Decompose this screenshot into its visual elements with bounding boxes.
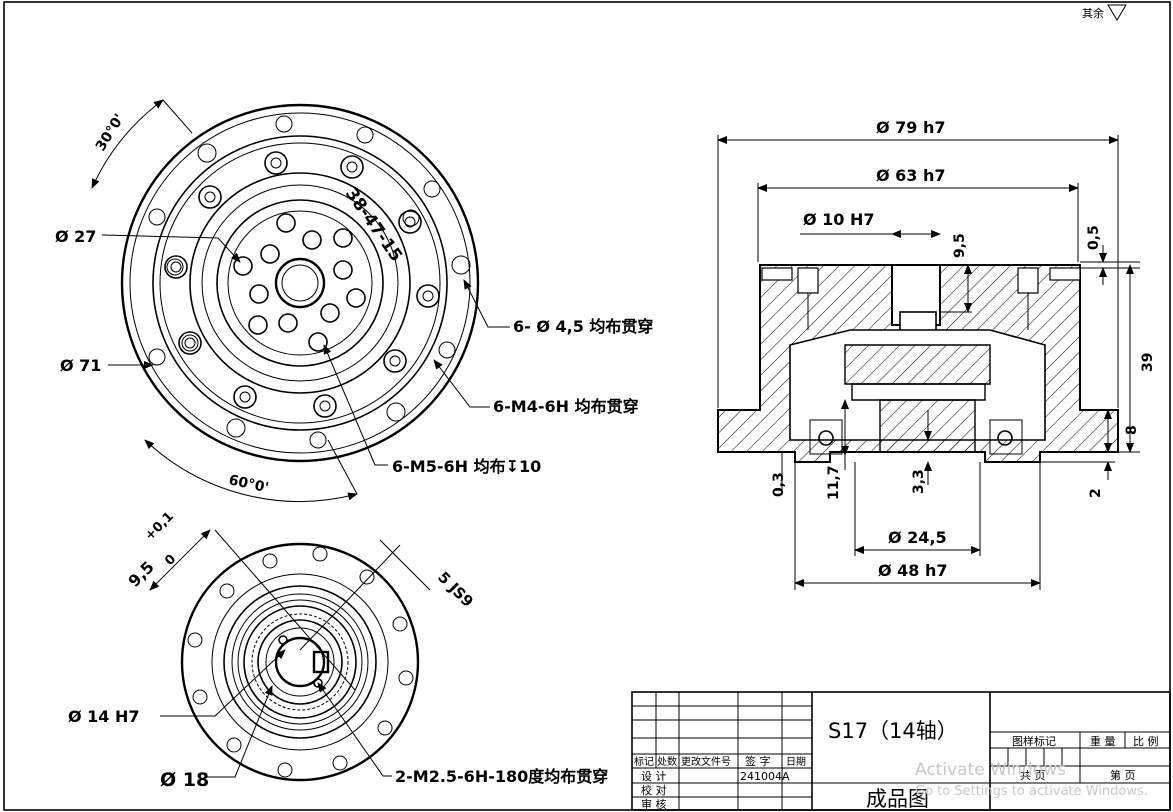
dim-05-label: 0,5 [1086, 225, 1102, 250]
tol-top-label: +0,1 [142, 509, 177, 544]
dia-79-label: Ø 79 h7 [876, 118, 946, 137]
activation-watermark: Activate Windows Go to Settings to activ… [915, 760, 1148, 799]
angle-60-label: 60°0' [227, 472, 270, 496]
dia-27-label: Ø 27 [55, 227, 96, 246]
outer-holes-4-5 [148, 115, 471, 449]
sheet-border [3, 1, 1171, 811]
row-review: 审 核 [641, 797, 667, 811]
bottom-center-bore [274, 636, 326, 688]
angle-30-arc [91, 99, 164, 189]
section-view: Ø 79 h7 Ø 63 h7 Ø 10 H7 9,5 0,5 39 8 2 [717, 118, 1156, 590]
bottom-view: 9,5 +0,1 0 5 JS9 Ø 14 H7 Ø 18 2-M2.5-6H-… [68, 509, 608, 791]
m25-label: 2-M2.5-6H-180度均布贯穿 [395, 767, 608, 786]
bottom-outer-circle [180, 542, 420, 782]
bottom-flange-holes [187, 546, 414, 778]
watermark-line1: Activate Windows [915, 760, 1066, 780]
total-sheets: 共 页 [1020, 769, 1046, 782]
dim-95-label: 9,5 [124, 557, 157, 590]
top-outer-circle [120, 103, 480, 463]
dia-14-label: Ø 14 H7 [68, 707, 140, 726]
design-value: 241004A [740, 770, 790, 783]
m5-label: 6-M5-6H 均布↧10 [392, 457, 541, 476]
dim-03-label: 0,3 [771, 472, 787, 497]
top-center-bore [274, 257, 326, 309]
col-mark: 标记 [634, 756, 654, 768]
dia-63-label: Ø 63 h7 [876, 166, 946, 185]
col-count: 处数 [657, 755, 677, 768]
m4-label: 6-M4-6H 均布贯穿 [493, 397, 639, 416]
drawing-type: 成品图 [866, 787, 929, 811]
row-check: 校 对 [641, 783, 667, 797]
dia-48-label: Ø 48 h7 [878, 561, 948, 580]
angle-60-arc [144, 439, 358, 502]
m4-screw-icons [164, 151, 440, 418]
angle-30-label: 30°0' [93, 111, 128, 154]
corner-note-text: 其余 [1082, 6, 1104, 20]
dia-10-label: Ø 10 H7 [803, 210, 875, 229]
dia-245-label: Ø 24,5 [888, 528, 947, 547]
m5-holes [233, 213, 366, 352]
part-name: S17（14轴） [828, 719, 958, 743]
sheet-no: 第 页 [1110, 768, 1136, 782]
dim-8-label: 8 [1124, 425, 1140, 435]
roughness-symbol-icon [1107, 4, 1127, 21]
watermark-line2: Go to Settings to activate Windows. [915, 784, 1148, 799]
tol-bottom-label: 0 [162, 552, 179, 569]
scale: 比 例 [1133, 734, 1159, 748]
dim-33-label: 3,3 [911, 469, 927, 494]
dim-2-label: 2 [1088, 488, 1104, 498]
col-date: 日期 [786, 756, 806, 768]
top-view: 38-47-15 30°0' 60°0' Ø 27 Ø 71 6- Ø 4,5 … [55, 99, 653, 502]
holes-45-label: 6- Ø 4,5 均布贯穿 [513, 317, 653, 336]
dim-39-label: 39 [1140, 353, 1156, 372]
col-doc: 更改文件号 [681, 755, 731, 768]
row-design: 设 计 [641, 770, 667, 783]
key-5-label: 5 JS9 [434, 568, 477, 611]
sample-mark: 图样标记 [1012, 734, 1056, 748]
dim-95v-label: 9,5 [952, 233, 968, 258]
roughness-note: 其余 [1082, 4, 1127, 21]
dim-117-label: 11,7 [826, 465, 842, 500]
dia-71-label: Ø 71 [60, 356, 101, 375]
ring-engraving: 38-47-15 [341, 184, 406, 265]
dia-18-label: Ø 18 [160, 769, 209, 791]
title-block: 标记 处数 更改文件号 签 字 日期 设 计 241004A 校 对 审 核 S… [631, 691, 1171, 811]
col-sign: 签 字 [745, 754, 771, 768]
weight: 重 量 [1090, 734, 1116, 748]
